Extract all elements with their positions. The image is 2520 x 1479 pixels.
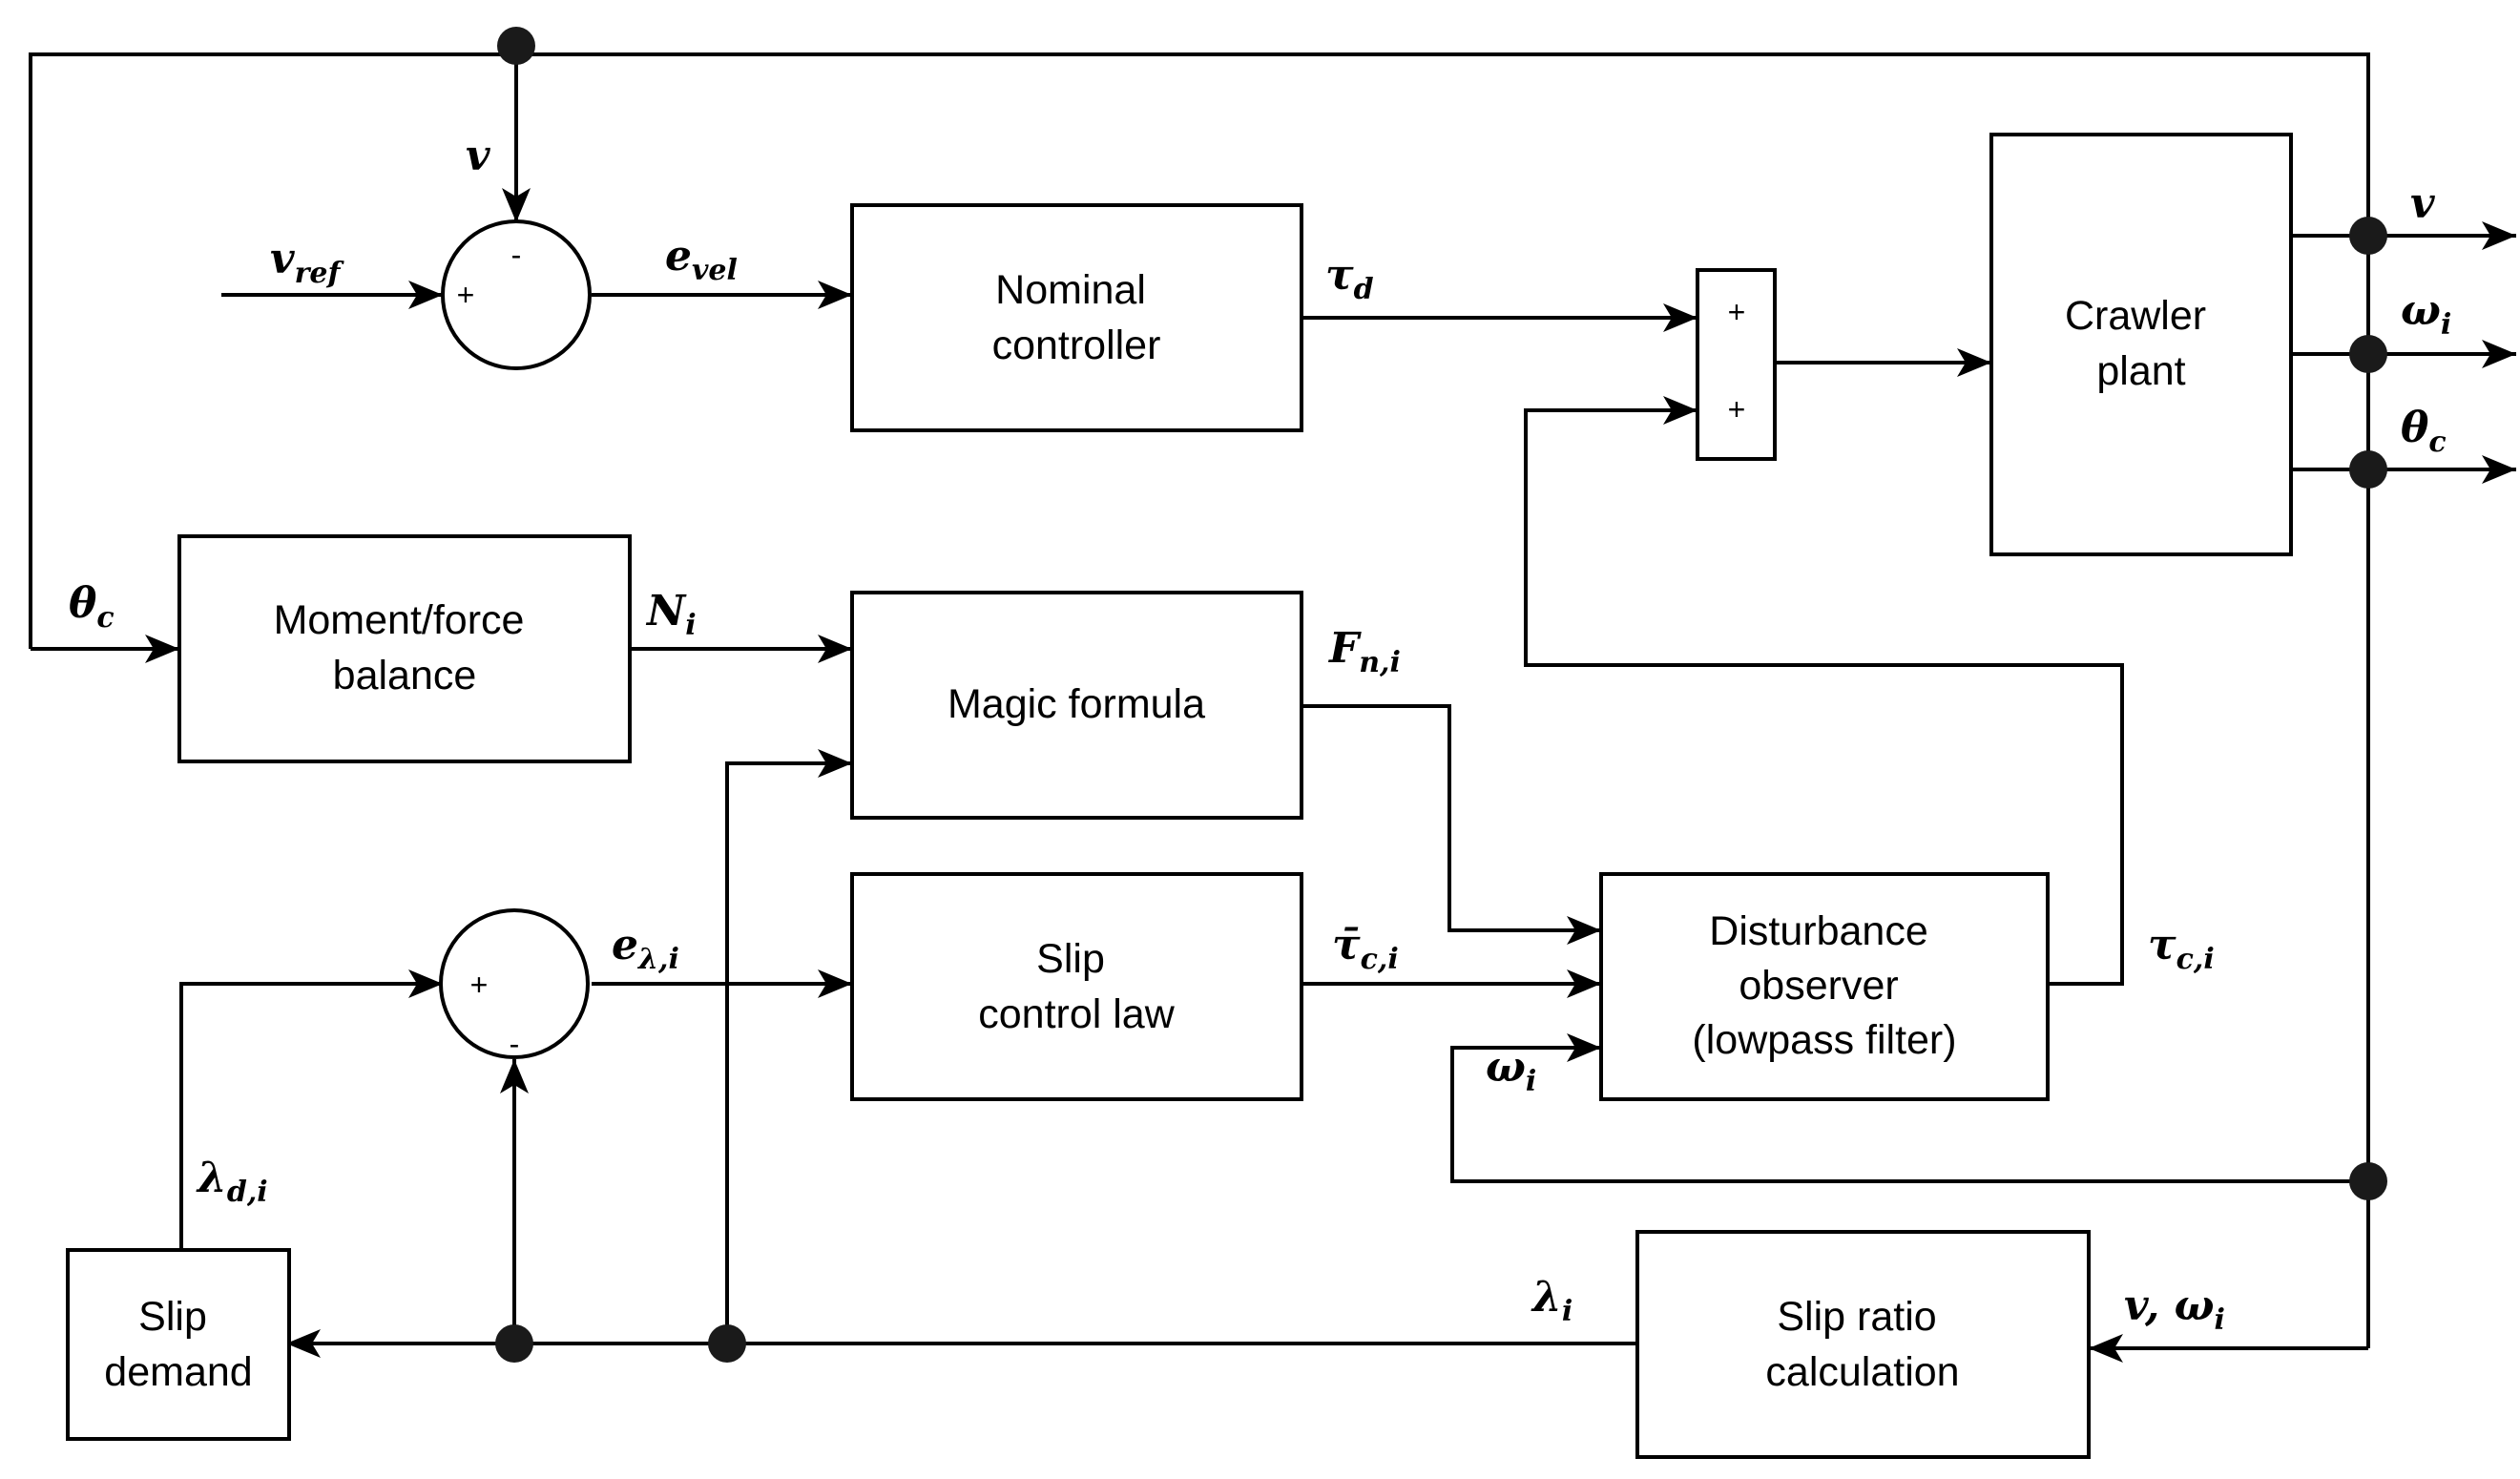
- disturbance-observer-block: [1599, 872, 2050, 1101]
- signal-v-out: v: [2410, 179, 2435, 228]
- signal-tau-bar-ci: τ̄c,i: [1332, 921, 1399, 976]
- moment-force-balance-label: Moment/force balance: [274, 597, 536, 698]
- magic-formula-label: Magic formula: [948, 681, 1205, 727]
- signal-lambda-di: λd,i: [196, 1154, 268, 1209]
- sum-slip-left-sign: +: [470, 968, 489, 1002]
- signal-theta-out: θc: [2401, 404, 2447, 459]
- magic-formula-block: [850, 591, 1303, 820]
- slip-control-law-label: Slip control law: [978, 936, 1175, 1037]
- signal-v-omega: v, ωi: [2124, 1281, 2225, 1337]
- slip-demand-label: Slip demand: [104, 1294, 252, 1395]
- velocity-sum-junction: [441, 219, 592, 370]
- signal-omega-obs: ωi: [1486, 1043, 1536, 1098]
- slip-demand-block: [66, 1248, 291, 1441]
- f-ni-wire: [1302, 704, 1601, 945]
- signal-v-ref: vref: [270, 235, 344, 290]
- slip-control-law-block: [850, 872, 1303, 1101]
- lambda-d-wire: [179, 969, 443, 1250]
- slip-sum-junction: [439, 908, 590, 1059]
- slip-ratio-calculation-label: Slip ratio calculation: [1765, 1294, 1959, 1395]
- sum-vel-left-sign: +: [457, 278, 475, 312]
- lambda-to-magic-wire: [725, 749, 852, 1344]
- signal-theta-in: θc: [69, 579, 115, 635]
- signal-tau-d: τd: [1325, 251, 1374, 306]
- tau-ci-wire: [1524, 396, 2124, 986]
- moment-force-balance-block: [177, 534, 632, 763]
- signal-omega-out: ωi: [2401, 286, 2451, 342]
- slip-ratio-calculation-block: [1635, 1230, 2091, 1459]
- top-feedback-line: [29, 52, 2370, 1348]
- omega-obs-wire: [1450, 1033, 2368, 1183]
- crawler-plant-label: Crawler plant: [2065, 293, 2218, 394]
- torque-sum-top-sign: +: [1728, 295, 1746, 329]
- disturbance-observer-label: Disturbance observer (lowpass filter): [1692, 908, 1956, 1063]
- sum-slip-bottom-sign: -: [510, 1027, 520, 1061]
- junction-dot-magic: [708, 1324, 746, 1363]
- torque-sum-bottom-sign: +: [1728, 392, 1746, 427]
- junction-dot-omega: [2349, 335, 2387, 373]
- signal-e-lambda: eλ,i: [612, 921, 679, 976]
- junction-dot-v: [2349, 217, 2387, 255]
- torque-sum-block: [1696, 268, 1777, 461]
- junction-dot-top: [497, 27, 535, 65]
- junction-dot-theta: [2349, 450, 2387, 489]
- junction-dot-slip-sum: [495, 1324, 533, 1363]
- signal-n-i: Ni: [645, 587, 697, 642]
- sum-vel-top-sign: -: [511, 238, 522, 272]
- signal-tau-ci: τc,i: [2148, 921, 2215, 976]
- crawler-plant-block: [1989, 133, 2293, 556]
- junction-dot-observer-feedback: [2349, 1162, 2387, 1200]
- nominal-controller-label: Nominal controller: [992, 267, 1161, 368]
- signal-lambda-i: λi: [1531, 1273, 1572, 1328]
- signal-f-ni: Fn,i: [1327, 624, 1401, 679]
- nominal-controller-block: [850, 203, 1303, 432]
- signal-e-vel: evel: [665, 232, 738, 287]
- signal-v-top: v: [466, 132, 490, 180]
